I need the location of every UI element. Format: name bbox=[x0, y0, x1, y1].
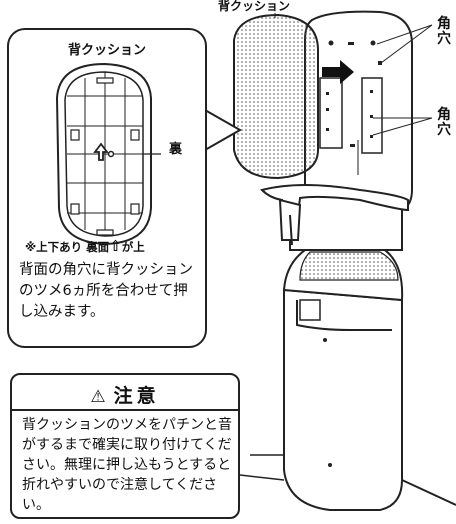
caution-box: ⚠注意 背クッションのツメをパチンと音がするまで確実に取り付けてください。無理に… bbox=[10, 373, 240, 519]
back-side-label: 裏 bbox=[169, 142, 183, 157]
caution-text: 背クッションのツメをパチンと音がするまで確実に取り付けてください。無理に押し込も… bbox=[22, 417, 232, 513]
caution-title: ⚠注意 bbox=[12, 381, 238, 408]
caution-title-text: 注意 bbox=[113, 385, 160, 407]
caution-divider bbox=[12, 409, 238, 411]
callout-tail bbox=[204, 109, 243, 151]
square-hole-label-1: 角穴 bbox=[437, 16, 451, 47]
inset-title: 背クッション bbox=[67, 43, 146, 58]
up-arrow-icon: ⇧ bbox=[109, 237, 122, 255]
armrest bbox=[260, 184, 409, 246]
orientation-note: ※上下あり 裏面⇧が上 bbox=[25, 237, 145, 255]
back-cushion-label: 背クッション bbox=[218, 0, 291, 13]
square-hole-label-2: 角穴 bbox=[437, 107, 451, 138]
back-cushion bbox=[233, 13, 319, 180]
push-arrow-icon bbox=[322, 60, 354, 84]
leader-lines bbox=[274, 13, 433, 136]
cushion-back-illustration bbox=[55, 62, 161, 246]
orientation-note-text: ※上下あり 裏面 bbox=[25, 240, 110, 254]
warning-triangle-icon: ⚠ bbox=[90, 387, 110, 407]
inset-callout: 背クッション 裏 ※上下 bbox=[7, 28, 207, 348]
seat bbox=[282, 247, 404, 302]
orientation-note-tail: が上 bbox=[121, 240, 145, 254]
inset-instructions: 背面の角穴に背クッションのツメ6ヵ所を合わせて押し込みます。 bbox=[19, 262, 193, 320]
chair-body bbox=[239, 288, 456, 511]
